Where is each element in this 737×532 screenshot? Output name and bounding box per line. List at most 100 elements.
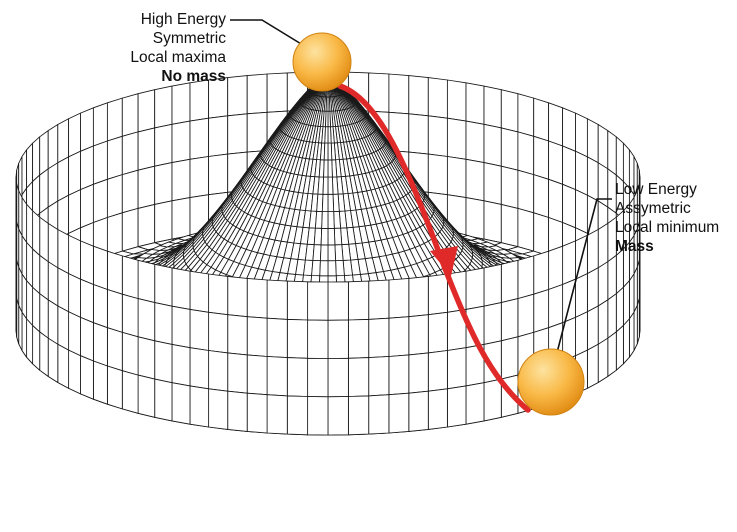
- bowl-back-cell: [154, 123, 173, 167]
- bowl-front-cell: [408, 390, 429, 432]
- bowl-front-cell: [32, 210, 41, 256]
- bowl-back-cell: [500, 165, 519, 209]
- bowl-front-cell: [26, 318, 34, 365]
- bowl-back-cell: [189, 156, 210, 199]
- low-state-line-2: Assymetric: [615, 200, 691, 217]
- bowl-front-cell: [57, 229, 70, 275]
- bowl-back-cell: [368, 72, 390, 113]
- bowl-back-cell: [154, 162, 173, 205]
- bowl-back-cell: [171, 158, 191, 202]
- bowl-front-cell: [39, 216, 49, 263]
- bowl-front-cell: [80, 316, 94, 362]
- bowl-back-cell: [137, 203, 156, 248]
- bowl-back-cell: [227, 113, 248, 155]
- bowl-front-cell: [368, 317, 390, 359]
- bowl-front-cell: [18, 305, 23, 351]
- bowl-back-cell: [408, 75, 429, 117]
- bowl-front-cell: [246, 354, 268, 396]
- bowl-back-cell: [266, 72, 288, 113]
- bowl-back-cell: [80, 107, 94, 152]
- hill-cell: [311, 259, 321, 277]
- bowl-front-cell: [227, 314, 248, 356]
- bowl-front-cell: [18, 190, 23, 237]
- bowl-front-cell: [575, 273, 588, 318]
- high-state-line-2: Symmetric: [152, 30, 226, 47]
- hill-cell: [327, 260, 337, 277]
- bowl-back-cell: [92, 102, 108, 147]
- high-state-mass-text: No mass: [161, 68, 226, 85]
- hill-cell: [334, 244, 344, 262]
- bowl-back-cell: [408, 113, 429, 155]
- bowl-front-cell: [208, 311, 229, 354]
- bowl-front-cell: [154, 340, 173, 384]
- bowl-back-cell: [227, 75, 248, 117]
- bowl-front-cell: [408, 314, 429, 356]
- hill-cell: [312, 244, 322, 262]
- bowl-front-cell: [137, 374, 156, 418]
- bowl-back-cell: [427, 115, 448, 157]
- bowl-back-cell: [575, 150, 588, 196]
- high-state-leader-line: [230, 19, 312, 51]
- bowl-front-cell: [615, 286, 624, 333]
- bowl-front-cell: [408, 352, 429, 394]
- bowl-back-cell: [483, 162, 502, 205]
- bowl-back-cell: [137, 89, 156, 133]
- bowl-front-cell: [327, 396, 349, 436]
- bowl-front-cell: [286, 318, 309, 359]
- hill-cell: [327, 211, 335, 229]
- bowl-front-cell: [307, 319, 329, 359]
- bowl-front-cell: [607, 254, 617, 301]
- bowl-front-cell: [483, 378, 502, 422]
- bowl-front-cell: [327, 319, 349, 359]
- bowl-back-cell: [562, 145, 576, 191]
- bowl-back-cell: [427, 77, 448, 119]
- bowl-front-cell: [575, 311, 588, 357]
- bowl-front-cell: [68, 349, 81, 395]
- bowl-front-cell: [154, 378, 173, 422]
- hill-cell: [321, 211, 329, 229]
- bowl-front-cell: [347, 395, 370, 436]
- bowl-back-cell: [465, 120, 485, 164]
- bowl-front-cell: [597, 222, 609, 269]
- bowl-back-cell: [562, 107, 576, 152]
- bowl-front-cell: [47, 222, 59, 269]
- bowl-front-cell: [266, 279, 288, 320]
- hill-cell: [327, 176, 334, 195]
- bowl-front-cell: [327, 357, 349, 398]
- arrow-head: [430, 246, 458, 276]
- bowl-front-cell: [171, 267, 191, 310]
- bowl-front-cell: [388, 354, 410, 396]
- bowl-front-cell: [246, 316, 268, 357]
- low-state-line-3: Local minimum: [615, 219, 720, 236]
- bowl-back-cell: [446, 117, 467, 160]
- bowl-front-cell: [80, 240, 94, 285]
- bowl-front-cell: [26, 241, 34, 288]
- bowl-front-cell: [286, 280, 309, 321]
- bowl-front-cell: [171, 382, 191, 425]
- bowl-front-cell: [92, 360, 108, 405]
- bowl-back-cell: [154, 200, 173, 244]
- hill-cell: [325, 96, 329, 112]
- bowl-back-cell: [208, 115, 229, 157]
- bowl-front-cell: [427, 388, 448, 430]
- bowl-front-cell: [21, 235, 28, 282]
- bowl-front-cell: [171, 343, 191, 387]
- bowl-back-cell: [465, 197, 485, 240]
- bowl-back-cell: [517, 93, 535, 137]
- bowl-front-cell: [57, 305, 70, 351]
- bowl-back-cell: [586, 156, 599, 202]
- hill-cell: [313, 227, 323, 246]
- bowl-front-cell: [92, 245, 108, 290]
- bowl-back-cell: [92, 140, 108, 185]
- bowl-back-cell: [517, 131, 535, 176]
- bowl-front-cell: [517, 293, 535, 338]
- bowl-back-cell: [246, 73, 268, 115]
- bowl-back-cell: [465, 82, 485, 125]
- bowl-front-cell: [171, 305, 191, 349]
- bowl-front-cell: [347, 318, 370, 359]
- bowl-front-cell: [106, 365, 123, 410]
- bowl-front-cell: [21, 273, 28, 320]
- bowl-back-cell: [597, 162, 609, 208]
- hill-cell: [327, 126, 332, 144]
- bowl-front-cell: [80, 355, 94, 400]
